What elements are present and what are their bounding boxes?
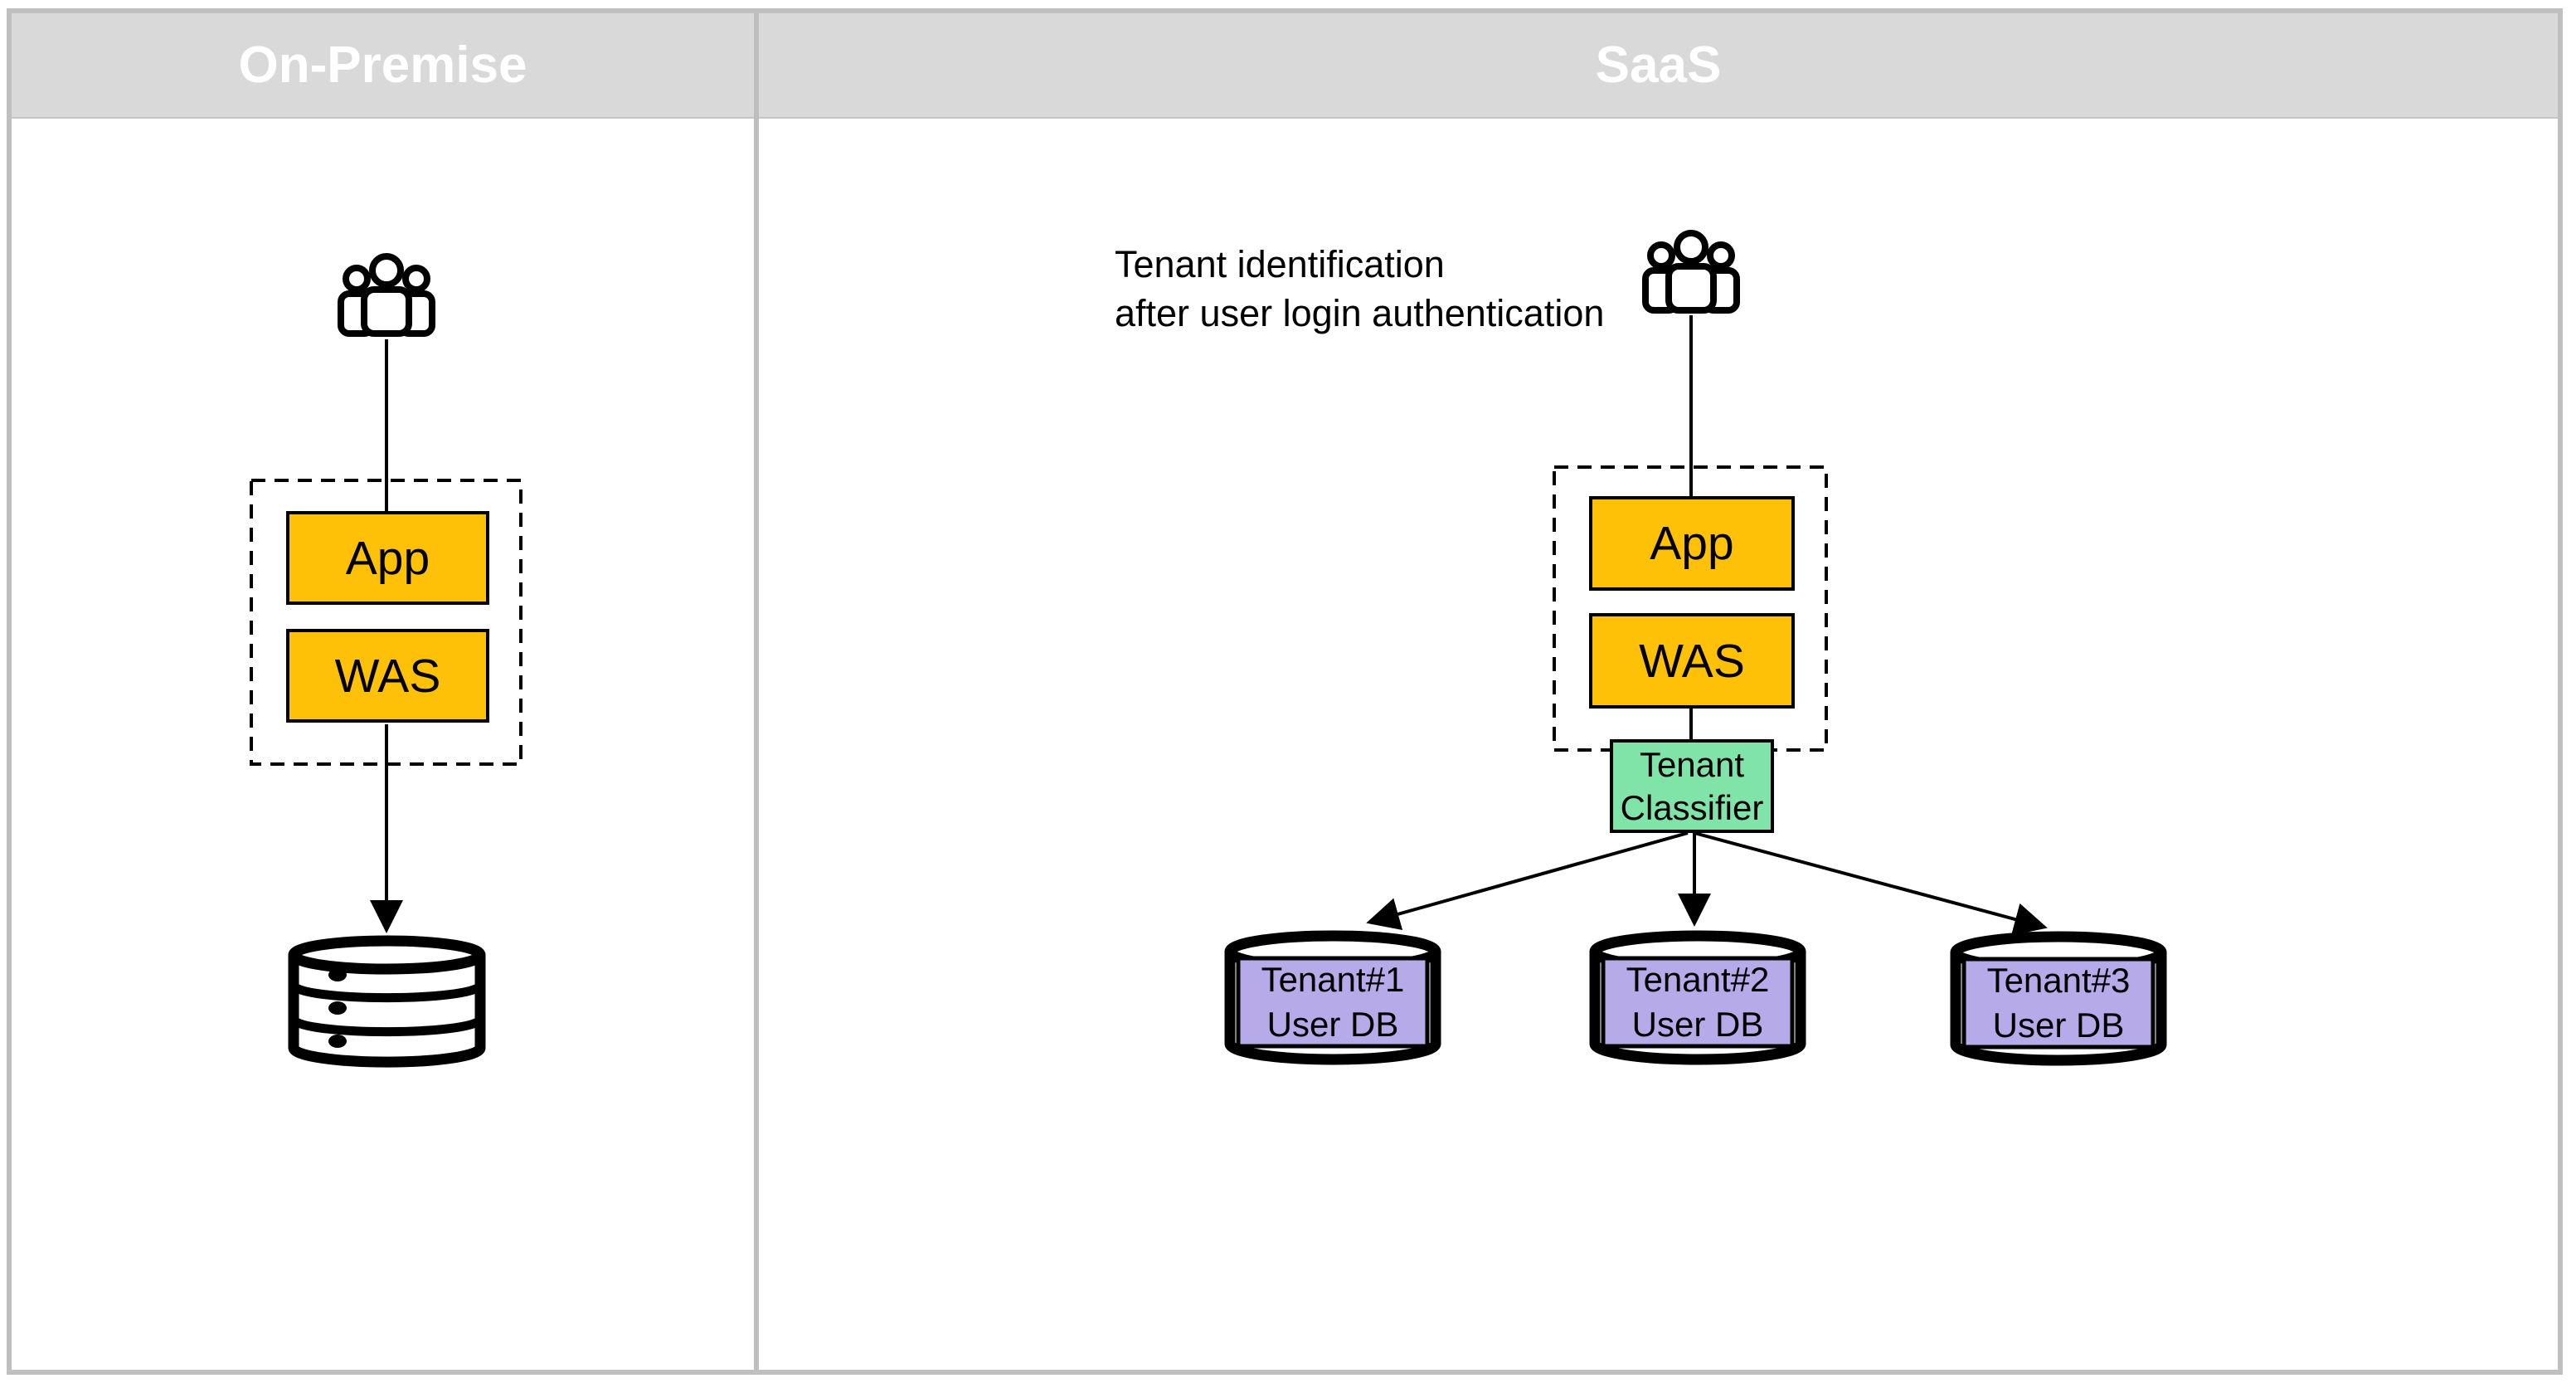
saas-body: Tenant identification after user login a… [759,119,2558,1370]
classifier-label-line-2: Classifier [1620,787,1764,827]
database-icon [288,935,486,1068]
app-node-label: App [345,531,430,585]
on-premise-header: On-Premise [12,13,754,119]
tenant1-db-cylinder [1224,930,1441,1065]
diagram-frame: On-Premise [7,8,2563,1375]
on-premise-body: App WAS [12,119,754,1370]
users-group-icon [338,253,435,337]
on-premise-title: On-Premise [238,37,527,94]
tenant2-db-label: Tenant#2 User DB [1603,958,1792,1046]
tenant3-db-label: Tenant#3 User DB [1964,959,2153,1047]
tenant1-db-label: Tenant#1 User DB [1238,958,1427,1046]
tenant3-db-cylinder [1950,931,2167,1066]
tenant3-db-type: User DB [1992,1006,2125,1045]
saas-connectors [1224,230,2167,1066]
tenant2-db-cylinder [1589,930,1806,1065]
saas-app-node-label: App [1650,517,1734,570]
panel-saas: SaaS [759,13,2558,1370]
was-node-label: WAS [334,649,441,703]
annotation-line-2: after user login authentication [1115,292,1605,334]
on-premise-dashed-group-box [250,479,522,766]
classifier-to-tenant3-arrow [1694,831,2048,936]
tenant1-db-type: User DB [1266,1005,1399,1044]
tenant2-db-type: User DB [1631,1005,1764,1044]
was-node: WAS [286,629,489,723]
saas-app-node: App [1589,496,1795,591]
tenant2-db-name: Tenant#2 [1626,960,1770,999]
saas-header: SaaS [759,13,2558,119]
tenant1-db-name: Tenant#1 [1261,960,1405,999]
app-node: App [286,511,489,605]
saas-title: SaaS [1595,37,1722,94]
annotation-line-1: Tenant identification [1115,243,1445,285]
tenant3-db-name: Tenant#3 [1986,961,2131,1000]
saas-was-node: WAS [1589,613,1795,709]
classifier-to-tenant1-arrow [1366,831,1689,931]
on-premise-connectors [250,253,522,1068]
panel-divider [754,13,759,1370]
saas-users-group-icon [1642,230,1740,314]
saas-was-node-label: WAS [1639,634,1745,688]
panel-on-premise: On-Premise [12,13,754,1370]
tenant-classifier-node: Tenant Classifier [1610,739,1774,833]
classifier-label-line-1: Tenant [1639,744,1745,784]
tenant-identification-annotation: Tenant identification after user login a… [1115,240,1604,338]
